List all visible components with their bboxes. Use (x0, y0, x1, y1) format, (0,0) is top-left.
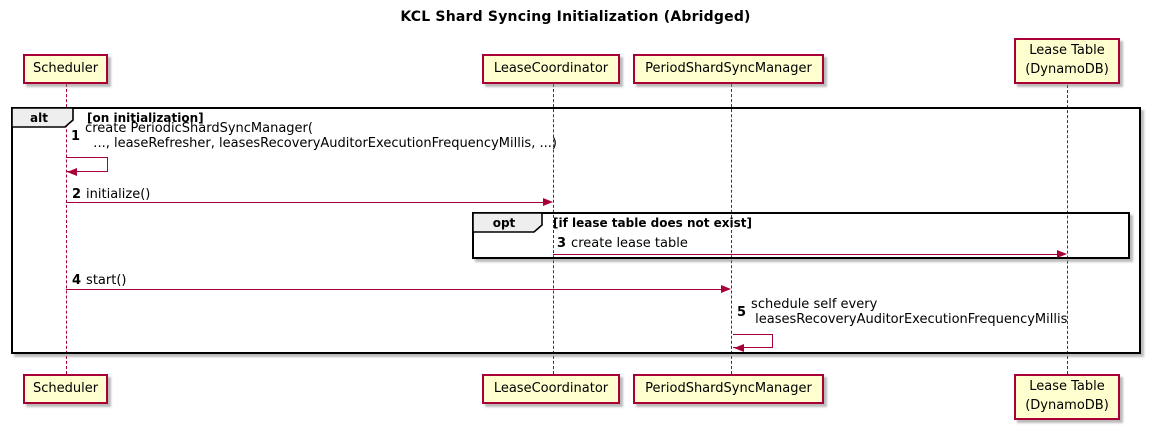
message-5: 5 schedule self every leasesRecoveryAudi… (737, 297, 1067, 327)
message-1-number: 1 (71, 128, 81, 144)
lifeline-periodshardsyncmanager (731, 84, 732, 374)
message-2-text: initialize() (86, 187, 151, 202)
message-3-arrowhead-icon (1057, 250, 1067, 258)
alt-keyword: alt (30, 111, 48, 125)
participant-top-leasetable: Lease Table (DynamoDB) (1014, 38, 1120, 84)
message-5-arrowhead-icon (734, 344, 744, 352)
message-3-number: 3 (557, 236, 567, 251)
message-5-number: 5 (737, 304, 747, 320)
participant-bottom-leasecoordinator: LeaseCoordinator (482, 374, 620, 404)
message-2-arrowhead-icon (543, 198, 553, 206)
participant-bottom-scheduler: Scheduler (23, 374, 108, 404)
lifeline-leasetable (1067, 85, 1068, 374)
message-1-text: create PeriodicShardSyncManager( ..., le… (85, 121, 557, 151)
message-4-number: 4 (72, 273, 82, 288)
frame-label-pentagon-icon (473, 213, 543, 233)
alt-frame-label: alt (12, 108, 74, 128)
message-1-self-arrow (66, 157, 108, 172)
participant-bottom-periodshardsyncmanager: PeriodShardSyncManager (633, 374, 824, 404)
lifeline-leasecoordinator (553, 84, 554, 374)
participant-top-scheduler: Scheduler (23, 54, 108, 84)
frame-label-pentagon-icon (12, 108, 74, 128)
message-3: 3 create lease table (557, 236, 688, 251)
participant-bottom-leasetable: Lease Table (DynamoDB) (1014, 374, 1120, 420)
participant-top-periodshardsyncmanager: PeriodShardSyncManager (633, 54, 824, 84)
message-3-text: create lease table (571, 236, 688, 251)
message-4-arrow (66, 289, 722, 290)
message-5-text: schedule self every leasesRecoveryAudito… (751, 297, 1068, 327)
message-4-arrowhead-icon (721, 285, 731, 293)
opt-condition: [if lease table does not exist] (553, 216, 753, 230)
message-2: 2 initialize() (72, 187, 150, 202)
message-1: 1 create PeriodicShardSyncManager( ..., … (71, 121, 557, 151)
message-1-arrowhead-icon (67, 168, 77, 176)
opt-frame-label: opt (473, 213, 543, 233)
message-2-arrow (66, 202, 544, 203)
message-2-number: 2 (72, 187, 82, 202)
participant-top-leasecoordinator: LeaseCoordinator (482, 54, 620, 84)
message-4-text: start() (86, 273, 127, 288)
opt-frame (472, 212, 1130, 259)
diagram-title: KCL Shard Syncing Initialization (Abridg… (400, 9, 751, 25)
alt-frame (11, 107, 1141, 354)
message-3-arrow (553, 254, 1058, 255)
message-4: 4 start() (72, 273, 126, 288)
alt-condition: [on initialization] (87, 111, 204, 125)
lifeline-scheduler (66, 84, 67, 374)
opt-keyword: opt (492, 216, 516, 230)
message-5-self-arrow (733, 334, 773, 348)
